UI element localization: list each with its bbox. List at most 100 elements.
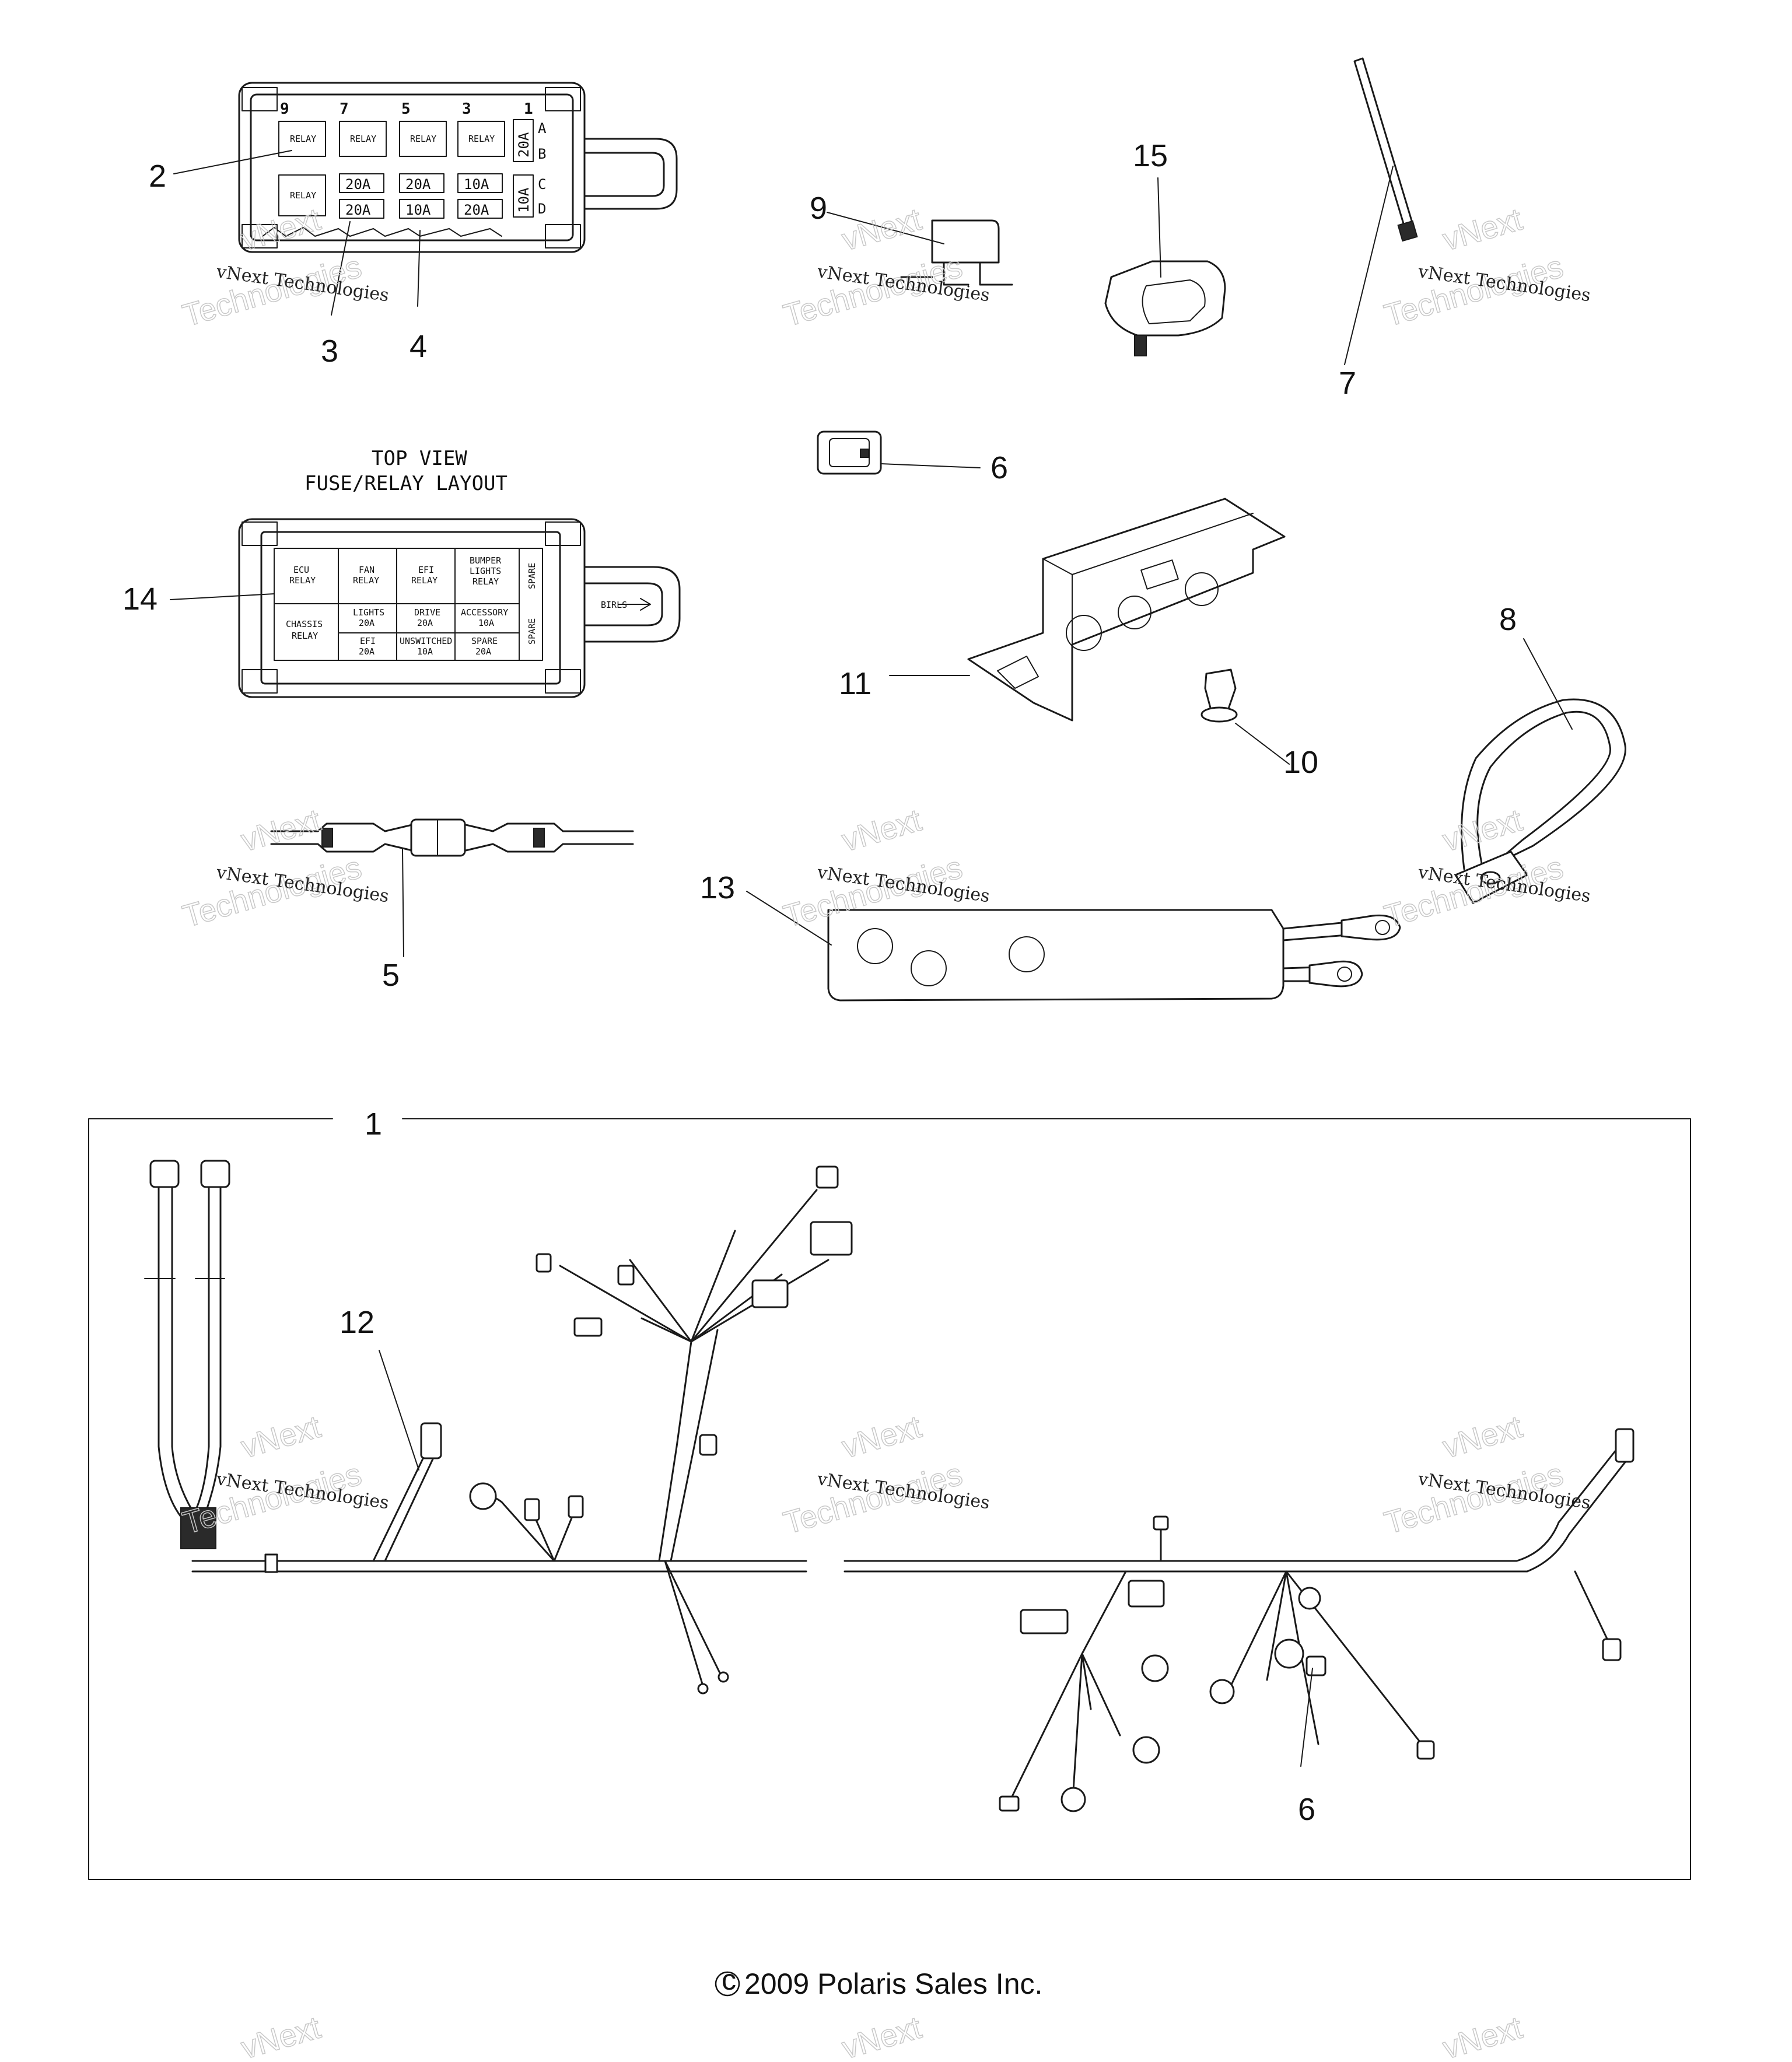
watermark: vNext Technologies vNext Technologies [178,201,390,334]
blade-connector [827,212,1013,286]
svg-text:vNext: vNext [237,1409,324,1465]
copyright-symbol: c [722,1963,736,1996]
mounting-bracket [889,498,1286,722]
callouts: 1 2 3 4 5 6 6 7 8 9 10 11 12 13 14 15 [123,138,1517,1827]
relay-label: RELAY [290,190,316,201]
svg-text:vNext: vNext [1439,1409,1526,1465]
fuse-label: 20A [405,176,431,192]
copyright-icon [715,1971,740,1997]
layout-cells: ECU RELAY FAN RELAY EFI RELAY BUMPER LIG… [286,555,537,657]
cell-text: 20A [417,618,433,628]
cell-text: LIGHTS [470,566,501,576]
callout-5: 5 [382,958,400,993]
cell-text: FAN [359,565,374,575]
fuse-label: 20A [345,202,371,218]
svg-text:vNext: vNext [1439,803,1526,859]
callout-1: 1 [365,1107,382,1142]
layout-title-line1: TOP VIEW [372,447,467,470]
watermark: vNext [838,2010,926,2062]
column-label: 9 [280,100,289,118]
fuse-label: 20A [464,202,489,218]
svg-text:vNext: vNext [838,202,925,258]
cell-text: UNSWITCHED [400,636,452,646]
cell-text: ACCESSORY [461,607,508,618]
svg-text:vNext: vNext [1439,2010,1526,2062]
fuse-label: 20A [516,132,532,157]
cell-text: EFI [418,565,434,575]
cell-text: RELAY [289,575,316,586]
callout-15: 15 [1133,138,1168,173]
cable-tie [1344,57,1418,365]
cell-text: SPARE [527,618,537,645]
layout-title-line2: FUSE/RELAY LAYOUT [304,472,508,495]
column-label: 7 [340,100,349,118]
cell-text: ECU [293,565,309,575]
watermark: vNext [237,2010,325,2062]
callout-9: 9 [810,191,827,226]
main-harness-frame [88,1118,1691,1880]
cell-text: 10A [417,646,433,657]
small-connector [817,430,981,475]
row-label: B [538,146,546,162]
push-rivet [1200,668,1290,765]
svg-text:vNext: vNext [237,2010,324,2062]
cell-text: RELAY [473,576,499,587]
callout-4: 4 [410,329,427,364]
callout-8: 8 [1499,602,1517,637]
callout-6: 6 [1298,1792,1315,1827]
cell-text: SPARE [527,563,537,589]
copyright-notice: c 2009 Polaris Sales Inc. [715,1963,1042,2000]
column-label: 5 [401,100,411,118]
cell-text: RELAY [411,575,438,586]
callout-3: 3 [321,334,338,369]
cell-text: DRIVE [414,607,440,618]
watermark: vNext Technologies vNext Technologies [779,1409,991,1541]
cell-text: 10A [478,618,494,628]
leader-lines-fusebox [173,150,421,316]
fuse-label: 10A [516,187,532,213]
cell-text: RELAY [292,631,318,641]
svg-text:vNext: vNext [1439,202,1526,258]
relay-label: RELAY [410,134,436,144]
column-label: 1 [524,100,533,118]
main-wiring-harness [144,1160,1634,1812]
fuse-label: 10A [464,176,489,192]
callout-14: 14 [123,582,158,617]
column-numbers: 9 7 5 3 1 [280,100,533,118]
fuse-slots: 20A 20A 10A 20A 10A 20A 20A 10A [339,119,534,219]
callout-13: 13 [700,870,735,905]
fuse-label: 20A [345,176,371,192]
ground-strap [746,891,1401,1002]
cell-text: 20A [359,618,374,628]
relay-label: RELAY [468,134,495,144]
fuse-relay-layout-view: TOP VIEW FUSE/RELAY LAYOUT BIRLS ECU REL… [170,447,681,698]
cell-text: SPARE [471,636,498,646]
row-label: A [538,120,547,136]
watermark: vNext Technologies vNext Technologies [178,802,390,934]
relay-label: RELAY [350,134,376,144]
relay-slots: RELAY RELAY RELAY RELAY RELAY [278,121,505,216]
callout-6: 6 [991,450,1008,485]
callout-12: 12 [340,1305,374,1340]
cell-text: 20A [359,646,374,657]
callout-11: 11 [839,666,872,701]
cell-text: RELAY [353,575,379,586]
watermark: vNext [1438,2010,1527,2062]
row-label: C [538,176,546,192]
callout-10: 10 [1283,745,1318,780]
svg-text:vNext: vNext [838,803,925,859]
callout-2: 2 [149,159,166,194]
relay-label: RELAY [290,134,316,144]
callout-7: 7 [1339,366,1356,401]
svg-text:vNext: vNext [838,1409,925,1465]
copyright-text: 2009 Polaris Sales Inc. [744,1968,1042,2000]
p-clamp [1454,638,1626,904]
cell-text: BUMPER [470,555,502,566]
column-label: 3 [462,100,471,118]
tab-label: BIRLS [601,600,627,610]
cell-text: EFI [360,636,376,646]
sealed-connector [1104,177,1226,356]
row-letters: A B C D [538,120,547,217]
fuse-relay-box: 9 7 5 3 1 A B C D RELAY RELAY RELAY RELA… [238,82,678,253]
